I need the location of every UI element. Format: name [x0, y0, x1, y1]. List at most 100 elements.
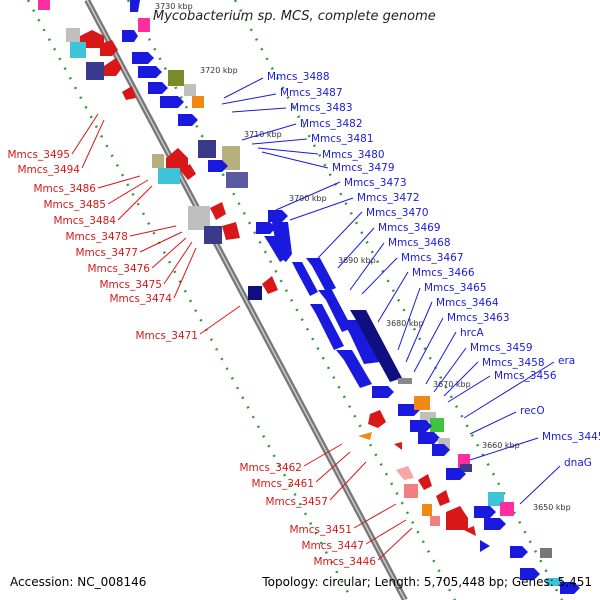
forward-features: [122, 0, 580, 594]
gene-label: Mmcs_3477: [75, 247, 138, 259]
accession-text: Accession: NC_008146: [10, 575, 147, 589]
gene-arrow: [104, 58, 122, 76]
gene-label: Mmcs_3472: [357, 192, 420, 204]
gene-label: Mmcs_3466: [412, 267, 475, 279]
gene-box: [168, 70, 184, 86]
gene-label: Mmcs_3480: [322, 149, 385, 161]
gene-arrow: [272, 222, 292, 262]
gene-arrow: [464, 526, 476, 536]
kbp-tick-label: 3650 kbp: [533, 503, 571, 512]
gene-label: Mmcs_3461: [251, 478, 314, 490]
gene-box: [546, 578, 562, 586]
gene-arrow: [336, 350, 372, 388]
gene-box: [398, 378, 412, 384]
kbp-tick-label: 3660 kbp: [482, 441, 520, 450]
gene-label: Mmcs_3446: [313, 556, 376, 568]
gene-label: Mmcs_3476: [87, 263, 150, 275]
kbp-tick-label: 3690 kbp: [338, 256, 376, 265]
topology-text: Topology: circular; Length: 5,705,448 bp…: [262, 575, 592, 589]
gene-label: recO: [520, 405, 545, 417]
kbp-ticks: 3730 kbp 3720 kbp 3710 kbp 3700 kbp 3690…: [155, 2, 571, 512]
reverse-features: [38, 0, 476, 536]
gene-arrow: [432, 444, 450, 456]
gene-box: [184, 84, 196, 96]
gene-arrow: [122, 86, 136, 100]
gene-box: [540, 548, 552, 558]
gene-arrow: [418, 474, 432, 490]
gene-label: Mmcs_3445: [542, 431, 600, 443]
gene-box: [70, 42, 86, 58]
gene-arrow: [484, 518, 506, 530]
gene-arrow: [208, 160, 228, 172]
gene-label: Mmcs_3447: [301, 540, 364, 552]
far-outer-dotted-guide: [233, 0, 564, 600]
gene-arrow: [350, 310, 402, 382]
gene-arrow: [310, 304, 344, 350]
gene-arrow: [560, 582, 580, 594]
gene-arrow: [132, 52, 154, 64]
gene-arrow: [368, 410, 386, 428]
gene-label: Mmcs_3463: [447, 312, 510, 324]
gene-label: Mmcs_3469: [378, 222, 441, 234]
kbp-tick-label: 3720 kbp: [200, 66, 238, 75]
gene-box: [192, 96, 204, 108]
genome-backbone-highlight: [86, 0, 406, 600]
gene-arrow: [474, 506, 496, 518]
gene-arrow: [166, 148, 188, 170]
kbp-tick-label: 3670 kbp: [433, 380, 471, 389]
forward-gene-labels: Mmcs_3488 Mmcs_3487 Mmcs_3483 Mmcs_3482 …: [221, 71, 600, 505]
gene-label: Mmcs_3482: [300, 118, 363, 130]
gene-arrow: [148, 82, 168, 94]
gene-label: Mmcs_3458: [482, 357, 545, 369]
gene-label: era: [558, 355, 575, 367]
kbp-tick-label: 3700 kbp: [289, 194, 327, 203]
gene-arrow: [138, 66, 162, 78]
gene-arrow: [480, 540, 490, 552]
gene-box: [188, 206, 210, 230]
gene-arrow: [262, 276, 278, 294]
gene-box: [404, 484, 418, 498]
gene-box: [500, 502, 514, 516]
gene-label: Mmcs_3484: [53, 215, 116, 227]
kbp-tick-label: 3710 kbp: [244, 130, 282, 139]
reverse-gene-labels: Mmcs_3495 Mmcs_3494 Mmcs_3486 Mmcs_3485 …: [7, 113, 413, 568]
gene-arrow: [446, 506, 468, 530]
gene-box: [460, 464, 472, 472]
gene-box: [198, 140, 216, 158]
gene-label: Mmcs_3473: [344, 177, 407, 189]
gene-label: Mmcs_3479: [332, 162, 395, 174]
kbp-tick-label: 3680 kbp: [386, 319, 424, 328]
gene-arrow: [394, 442, 402, 450]
gene-box: [222, 146, 240, 170]
gene-arrow: [122, 30, 138, 42]
gene-arrow: [396, 466, 414, 480]
gene-label: Mmcs_3475: [99, 279, 162, 291]
gene-label: Mmcs_3456: [494, 370, 557, 382]
gene-arrow: [306, 258, 336, 292]
gene-box: [86, 62, 104, 80]
gene-label: Mmcs_3478: [65, 231, 128, 243]
gene-arrow: [410, 420, 432, 432]
genome-title: Mycobacterium sp. MCS, complete genome: [153, 9, 436, 24]
gene-label: Mmcs_3485: [43, 199, 106, 211]
gene-arrow: [372, 386, 394, 398]
gene-arrow: [222, 222, 240, 240]
gene-label: Mmcs_3494: [17, 164, 80, 176]
outer-dotted-guide: [126, 0, 457, 600]
gene-box: [430, 418, 444, 432]
gene-box: [204, 226, 222, 244]
gene-box: [248, 286, 262, 300]
gene-arrow: [510, 546, 528, 558]
gene-box: [38, 0, 50, 10]
gene-label: Mmcs_3462: [239, 462, 302, 474]
gene-label: Mmcs_3470: [366, 207, 429, 219]
gene-label: Mmcs_3459: [470, 342, 533, 354]
gene-label: Mmcs_3468: [388, 237, 451, 249]
gene-label: Mmcs_3464: [436, 297, 499, 309]
gene-label: Mmcs_3483: [290, 102, 353, 114]
gene-box: [138, 18, 150, 32]
gene-label: Mmcs_3474: [109, 293, 172, 305]
gene-arrow: [446, 468, 466, 480]
gene-label: Mmcs_3457: [265, 496, 328, 508]
